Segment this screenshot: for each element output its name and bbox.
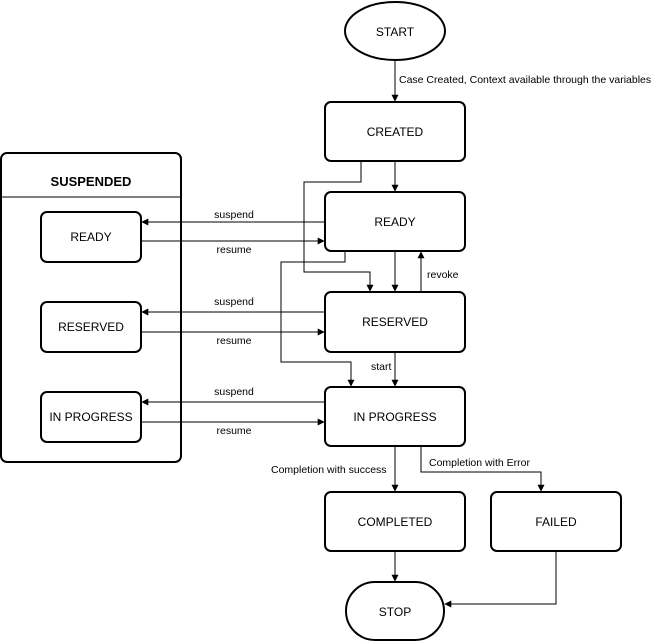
suspended-ready-node[interactable]: READY xyxy=(40,211,142,263)
failed-node[interactable]: FAILED xyxy=(490,491,622,552)
created-label: CREATED xyxy=(367,125,424,139)
edge-label-resume-in-progress: resume xyxy=(216,425,251,437)
completed-node[interactable]: COMPLETED xyxy=(324,491,466,552)
in-progress-node[interactable]: IN PROGRESS xyxy=(324,386,466,447)
edge-label-resume-reserved: resume xyxy=(216,335,251,347)
edge-label-start: start xyxy=(371,361,392,373)
in-progress-label: IN PROGRESS xyxy=(353,410,436,424)
edge-label-resume-ready: resume xyxy=(216,244,251,256)
edge-in-progress-failed xyxy=(420,446,545,492)
suspended-reserved-label: RESERVED xyxy=(58,320,124,334)
completed-label: COMPLETED xyxy=(358,515,433,529)
stop-node[interactable]: STOP xyxy=(345,581,445,641)
reserved-label: RESERVED xyxy=(362,315,428,329)
edges: Case Created, Context available through … xyxy=(141,60,651,608)
start-node[interactable]: START xyxy=(344,1,446,61)
suspended-in-progress-node[interactable]: IN PROGRESS xyxy=(40,391,142,443)
ready-label: READY xyxy=(374,215,415,229)
edge-label-completion-error: Completion with Error xyxy=(429,457,530,469)
edge-label-revoke: revoke xyxy=(427,269,459,281)
edge-created-reserved xyxy=(303,161,374,292)
ready-node[interactable]: READY xyxy=(324,191,466,252)
start-label: START xyxy=(376,25,415,39)
edge-label-completion-success: Completion with success xyxy=(271,464,387,476)
edge-label-suspend-ready: suspend xyxy=(214,209,254,221)
failed-label: FAILED xyxy=(535,515,577,529)
stop-label: STOP xyxy=(379,605,411,619)
edge-label-case-created: Case Created, Context available through … xyxy=(399,74,651,86)
edge-failed-stop xyxy=(444,551,557,608)
edge-label-suspend-in-progress: suspend xyxy=(214,386,254,398)
suspended-in-progress-label: IN PROGRESS xyxy=(49,410,132,424)
reserved-node[interactable]: RESERVED xyxy=(324,291,466,353)
suspended-reserved-node[interactable]: RESERVED xyxy=(40,301,142,353)
created-node[interactable]: CREATED xyxy=(324,101,466,162)
edge-label-suspend-reserved: suspend xyxy=(214,296,254,308)
suspended-title: SUSPENDED xyxy=(51,174,132,189)
suspended-ready-label: READY xyxy=(70,230,111,244)
